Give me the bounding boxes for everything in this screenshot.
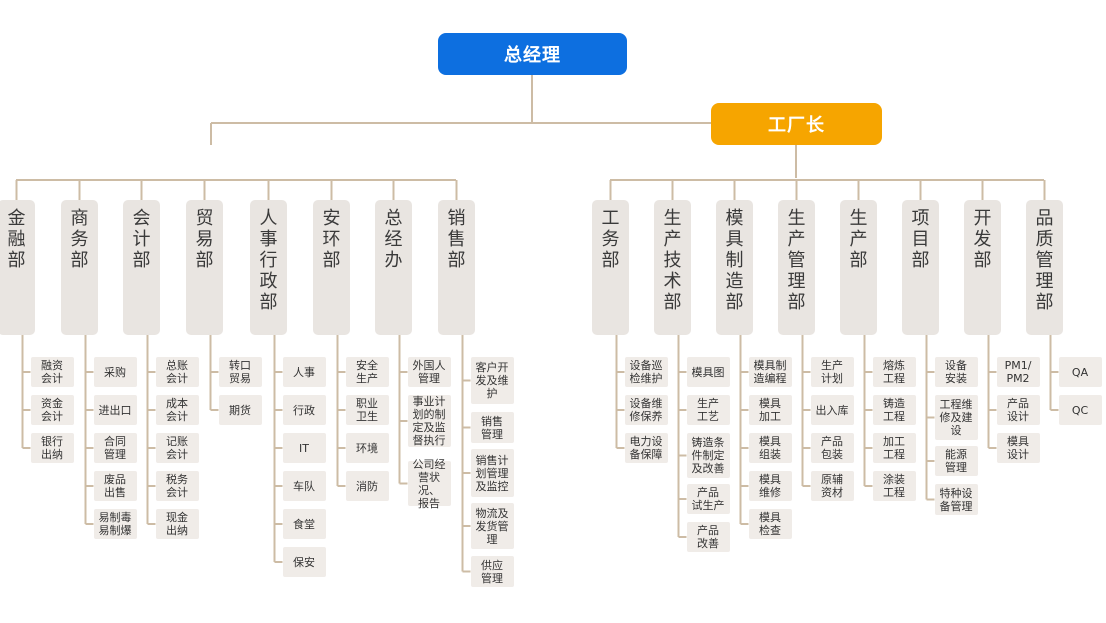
department-left-0: 金融部 <box>0 200 35 335</box>
sub-item: 模具制 造编程 <box>748 357 792 387</box>
sub-item: 客户开 发及维 护 <box>470 357 514 404</box>
department-left-5: 安环部 <box>313 200 350 335</box>
sub-item: 销售 管理 <box>470 412 514 443</box>
sub-item: 产品 设计 <box>996 395 1040 425</box>
sub-item: 模具 加工 <box>748 395 792 425</box>
department-name: 开发部 <box>973 208 992 271</box>
sub-item: 现金 出纳 <box>155 509 199 539</box>
sub-item: 铸造 工程 <box>872 395 916 425</box>
sub-item: 铸造条 件制定 及改善 <box>686 433 730 478</box>
sub-item: 生产 计划 <box>810 357 854 387</box>
sub-item: 易制毒 易制爆 <box>93 509 137 539</box>
department-left-7: 销售部 <box>438 200 475 335</box>
department-name: 工务部 <box>601 208 620 271</box>
sub-item: 电力设 备保障 <box>624 433 668 463</box>
department-left-2: 会计部 <box>123 200 160 335</box>
department-right-3: 生产管理部 <box>778 200 815 335</box>
department-name: 会计部 <box>132 208 151 271</box>
department-left-1: 商务部 <box>61 200 98 335</box>
department-right-4: 生产部 <box>840 200 877 335</box>
sub-item: 合同 管理 <box>93 433 137 463</box>
factory-manager-box: 工厂长 <box>711 103 882 145</box>
department-name: 模具制造部 <box>725 208 744 313</box>
sub-item: 融资 会计 <box>30 357 74 387</box>
department-name: 生产部 <box>849 208 868 271</box>
sub-item: 消防 <box>345 471 389 501</box>
sub-item: 涂装 工程 <box>872 471 916 501</box>
sub-item: 模具 检查 <box>748 509 792 539</box>
sub-item: 设备维 修保养 <box>624 395 668 425</box>
sub-item: 安全 生产 <box>345 357 389 387</box>
sub-item: 职业 卫生 <box>345 395 389 425</box>
sub-item: 环境 <box>345 433 389 463</box>
sub-item: 模具 设计 <box>996 433 1040 463</box>
department-right-5: 项目部 <box>902 200 939 335</box>
sub-item: 记账 会计 <box>155 433 199 463</box>
department-name: 金融部 <box>7 208 26 271</box>
sub-item: 公司经 营状况、 报告 <box>407 458 451 510</box>
sub-item: 废品 出售 <box>93 471 137 501</box>
sub-item: 人事 <box>282 357 326 387</box>
sub-item: 工程维 修及建 设 <box>934 395 978 440</box>
sub-item: 车队 <box>282 471 326 501</box>
department-name: 安环部 <box>322 208 341 271</box>
department-right-6: 开发部 <box>964 200 1001 335</box>
sub-item: 采购 <box>93 357 137 387</box>
department-name: 销售部 <box>447 208 466 271</box>
sub-item: 模具 维修 <box>748 471 792 501</box>
sub-item: 食堂 <box>282 509 326 539</box>
sub-item: 能源 管理 <box>934 446 978 476</box>
sub-item: 熔炼 工程 <box>872 357 916 387</box>
sub-item: QA <box>1058 357 1102 387</box>
sub-item: 加工 工程 <box>872 433 916 463</box>
sub-item: 产品 改善 <box>686 522 730 552</box>
sub-item: 生产 工艺 <box>686 395 730 425</box>
sub-item: 事业计 划的制 定及监 督执行 <box>407 395 451 447</box>
sub-item: 特种设 备管理 <box>934 484 978 515</box>
sub-item: 物流及 发货管 理 <box>470 503 514 549</box>
sub-item: 转口 贸易 <box>218 357 262 387</box>
department-right-7: 品质管理部 <box>1026 200 1063 335</box>
sub-item: 期货 <box>218 395 262 425</box>
sub-item: QC <box>1058 395 1102 425</box>
sub-item: 出入库 <box>810 395 854 425</box>
general-manager-box: 总经理 <box>438 33 627 75</box>
department-name: 品质管理部 <box>1035 208 1054 313</box>
sub-item: 原辅 资材 <box>810 471 854 501</box>
sub-item: 销售计 划管理 及监控 <box>470 449 514 497</box>
sub-item: 设备巡 检维护 <box>624 357 668 387</box>
sub-item: 行政 <box>282 395 326 425</box>
sub-item: 资金 会计 <box>30 395 74 425</box>
department-name: 项目部 <box>911 208 930 271</box>
department-name: 生产管理部 <box>787 208 806 313</box>
sub-item: 银行 出纳 <box>30 433 74 463</box>
sub-item: 产品 包装 <box>810 433 854 463</box>
sub-item: 进出口 <box>93 395 137 425</box>
department-right-2: 模具制造部 <box>716 200 753 335</box>
sub-item: 设备 安装 <box>934 357 978 387</box>
department-name: 总经办 <box>384 208 403 271</box>
sub-item: PM1/ PM2 <box>996 357 1040 387</box>
sub-item: 产品 试生产 <box>686 484 730 514</box>
sub-item: 外国人 管理 <box>407 357 451 387</box>
department-name: 贸易部 <box>195 208 214 271</box>
department-right-1: 生产技术部 <box>654 200 691 335</box>
sub-item: 模具 组装 <box>748 433 792 463</box>
department-left-6: 总经办 <box>375 200 412 335</box>
department-name: 生产技术部 <box>663 208 682 313</box>
department-name: 人事行政部 <box>259 208 278 313</box>
sub-item: 税务 会计 <box>155 471 199 501</box>
department-right-0: 工务部 <box>592 200 629 335</box>
department-left-3: 贸易部 <box>186 200 223 335</box>
sub-item: 成本 会计 <box>155 395 199 425</box>
sub-item: 总账 会计 <box>155 357 199 387</box>
department-name: 商务部 <box>70 208 89 271</box>
sub-item: 保安 <box>282 547 326 577</box>
department-left-4: 人事行政部 <box>250 200 287 335</box>
sub-item: 模具图 <box>686 357 730 387</box>
sub-item: 供应 管理 <box>470 556 514 587</box>
sub-item: IT <box>282 433 326 463</box>
